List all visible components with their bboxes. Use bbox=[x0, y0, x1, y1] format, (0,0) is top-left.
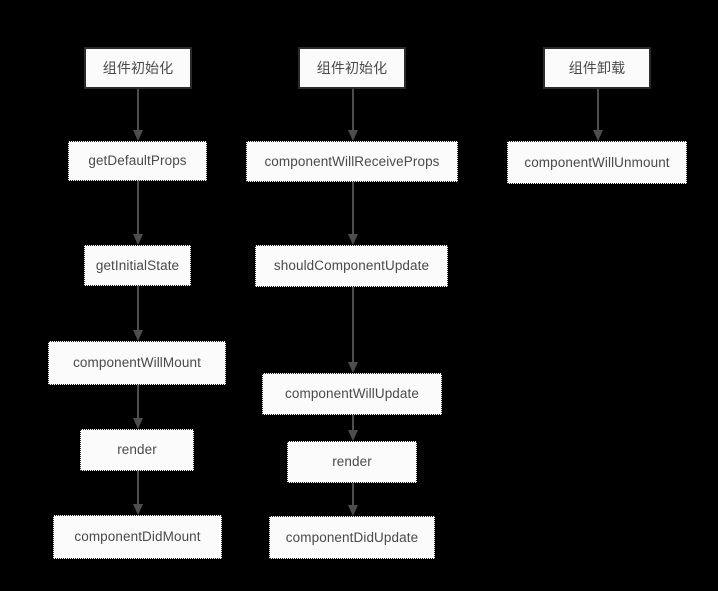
node-c2n4: componentWillUpdate bbox=[262, 373, 442, 415]
arrowhead-icon bbox=[348, 505, 358, 516]
edge-c1n3-to-c1n4 bbox=[133, 286, 143, 341]
edge-c1n1-to-c1n2 bbox=[133, 89, 143, 141]
node-c2n6: componentDidUpdate bbox=[269, 516, 435, 559]
edge-shaft bbox=[352, 483, 354, 506]
edge-shaft bbox=[597, 89, 599, 131]
arrowhead-icon bbox=[133, 130, 143, 141]
node-c2n1: 组件初始化 bbox=[298, 47, 406, 89]
edge-c2n1-to-c2n2 bbox=[348, 89, 358, 141]
node-c1n6: componentDidMount bbox=[53, 515, 222, 559]
edge-shaft bbox=[137, 286, 139, 331]
edge-c1n4-to-c1n5 bbox=[133, 385, 143, 429]
arrowhead-icon bbox=[348, 362, 358, 373]
node-c3n1: 组件卸载 bbox=[543, 47, 651, 89]
node-c1n4: componentWillMount bbox=[48, 341, 226, 385]
node-c1n3: getInitialState bbox=[84, 245, 191, 286]
node-c3n2: componentWillUnmount bbox=[507, 141, 687, 184]
edge-c2n4-to-c2n5 bbox=[348, 415, 358, 441]
node-c1n1: 组件初始化 bbox=[84, 47, 192, 89]
edge-shaft bbox=[137, 385, 139, 419]
edge-shaft bbox=[137, 181, 139, 235]
edge-c2n2-to-c2n3 bbox=[348, 182, 358, 245]
node-c1n5: render bbox=[80, 429, 194, 471]
node-c1n2: getDefaultProps bbox=[68, 141, 207, 181]
arrowhead-icon bbox=[348, 234, 358, 245]
edge-c3n1-to-c3n2 bbox=[593, 89, 603, 141]
edge-shaft bbox=[352, 182, 354, 235]
arrowhead-icon bbox=[133, 418, 143, 429]
arrowhead-icon bbox=[348, 130, 358, 141]
node-c2n3: shouldComponentUpdate bbox=[255, 245, 448, 287]
edge-c1n5-to-c1n6 bbox=[133, 471, 143, 515]
edge-shaft bbox=[352, 89, 354, 131]
node-c2n5: render bbox=[287, 441, 417, 483]
edge-c2n5-to-c2n6 bbox=[348, 483, 358, 516]
edge-c1n2-to-c1n3 bbox=[133, 181, 143, 245]
edge-shaft bbox=[137, 89, 139, 131]
arrowhead-icon bbox=[593, 130, 603, 141]
arrowhead-icon bbox=[133, 504, 143, 515]
node-c2n2: componentWillReceiveProps bbox=[246, 141, 458, 182]
edge-shaft bbox=[352, 287, 354, 363]
edge-c2n3-to-c2n4 bbox=[348, 287, 358, 373]
arrowhead-icon bbox=[348, 430, 358, 441]
edge-shaft bbox=[352, 415, 354, 431]
edge-shaft bbox=[137, 471, 139, 505]
arrowhead-icon bbox=[133, 330, 143, 341]
arrowhead-icon bbox=[133, 234, 143, 245]
